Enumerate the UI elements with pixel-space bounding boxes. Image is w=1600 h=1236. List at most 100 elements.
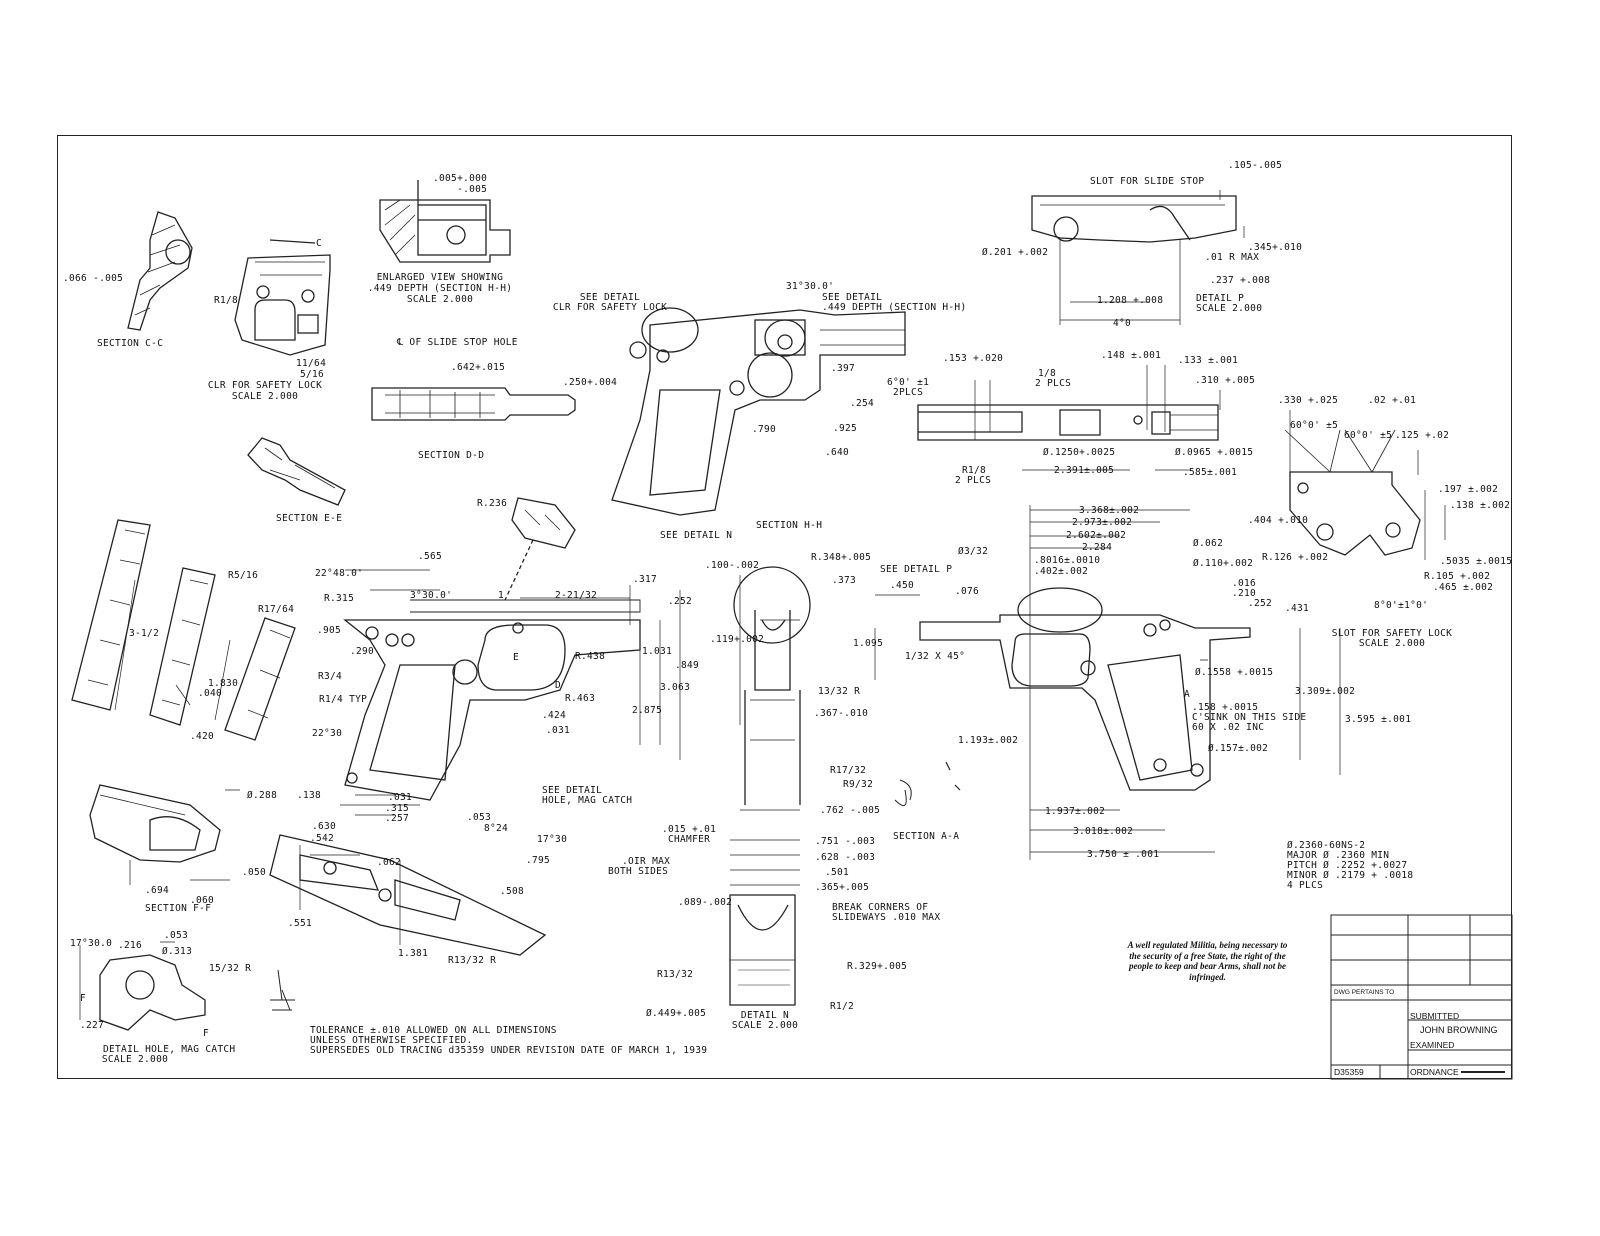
dim: 60°0' ±5 xyxy=(1290,420,1339,431)
frame-side-drawing xyxy=(917,404,1219,441)
section-hh-label: SECTION H-H xyxy=(756,520,823,531)
dim: 3.063 xyxy=(660,682,691,693)
dim: .404 +.010 xyxy=(1248,515,1309,526)
thread-2: MAJOR Ø .2360 MIN xyxy=(1287,850,1390,861)
dim: 3.368±.002 xyxy=(1079,505,1140,516)
dim: Ø3/32 xyxy=(958,546,989,557)
dim: 1.830 xyxy=(208,678,239,689)
csink-1: .158 +.0015 xyxy=(1192,702,1259,713)
dim: .100-.002 xyxy=(705,560,760,571)
dim: R17/64 xyxy=(258,604,295,615)
section-ff-label: SECTION F-F xyxy=(145,903,212,914)
dim: 1.937±.002 xyxy=(1045,806,1106,817)
clr-safety-lock-drawing xyxy=(234,239,331,356)
slide-stop-hole-label: ℄ OF SLIDE STOP HOLE xyxy=(397,337,518,348)
dim: .849 xyxy=(675,660,700,671)
chamfer-1: .015 +.01 xyxy=(662,824,717,835)
dim: .290 xyxy=(350,646,375,657)
slot-safety-lock-label-2: SCALE 2.000 xyxy=(1358,638,1426,649)
dim: R13/32 xyxy=(657,969,694,980)
dim: 13/32 R xyxy=(818,686,861,697)
dim: Ø.288 xyxy=(247,790,278,801)
dim: .317 xyxy=(633,574,658,585)
dim: 3.595 ±.001 xyxy=(1345,714,1412,725)
dim: R.463 xyxy=(565,693,596,704)
tolerance-note-3: SUPERSEDES OLD TRACING d35359 UNDER REVI… xyxy=(310,1045,708,1056)
dim: .02 +.01 xyxy=(1368,395,1417,406)
see-detail-p-label: SEE DETAIL P xyxy=(880,564,953,575)
dim: .628 -.003 xyxy=(815,852,876,863)
safety-lock-slot-drawing xyxy=(1284,429,1421,556)
dim: D xyxy=(555,680,562,691)
dim: 2 PLCS xyxy=(1035,378,1072,389)
oir-max-1: .OIR MAX xyxy=(622,856,671,867)
tolerance-note-1: TOLERANCE ±.010 ALLOWED ON ALL DIMENSION… xyxy=(310,1025,557,1036)
csink-2: C'SINK ON THIS SIDE xyxy=(1192,712,1307,723)
dim: R.315 xyxy=(324,593,355,604)
dim: 1.095 xyxy=(853,638,884,649)
enlarged-view-label-3: SCALE 2.000 xyxy=(406,294,474,305)
enlarged-view-drawing xyxy=(379,180,511,263)
dim: .105-.005 xyxy=(1228,160,1283,171)
dim: 11/64 xyxy=(296,358,327,369)
dim: 1/8 xyxy=(1038,368,1057,379)
dim: Ø.1558 +.0015 xyxy=(1195,667,1274,678)
dim: .005+.000 -.005 xyxy=(433,173,488,195)
dim: .050 xyxy=(242,867,267,878)
dim: .252 xyxy=(668,596,693,607)
see-detail-clr-2: CLR FOR SAFETY LOCK xyxy=(552,302,668,313)
dim: Ø.157±.002 xyxy=(1208,743,1269,754)
slot-slide-stop-label: SLOT FOR SLIDE STOP xyxy=(1090,176,1205,187)
dim: .216 xyxy=(118,940,143,951)
dim: Ø.449+.005 xyxy=(646,1008,707,1019)
see-detail-n-label: SEE DETAIL N xyxy=(660,530,733,541)
dim: A xyxy=(1184,689,1191,700)
dim: 1.193±.002 xyxy=(958,735,1019,746)
frame-perspective-drawing xyxy=(611,307,906,516)
dim: .133 ±.001 xyxy=(1178,355,1239,366)
dim: R.126 +.002 xyxy=(1262,552,1329,563)
dim: .315 xyxy=(385,803,410,814)
dim: C xyxy=(316,238,323,249)
tolerance-note-2: UNLESS OTHERWISE SPECIFIED. xyxy=(310,1035,473,1046)
dim: .542 xyxy=(310,833,335,844)
dim: Ø.201 +.002 xyxy=(982,247,1049,258)
chamfer-2: CHAMFER xyxy=(668,834,711,845)
dim: 1.208 +.008 xyxy=(1097,295,1164,306)
break-corners-1: BREAK CORNERS OF xyxy=(832,902,929,913)
thread-4: MINOR Ø .2179 + .0018 xyxy=(1287,870,1414,881)
dim: .367-.010 xyxy=(814,708,869,719)
dim: 8°0'±1°0' xyxy=(1374,600,1429,611)
dim: 2.284 xyxy=(1082,542,1113,553)
section-cc-drawing xyxy=(127,211,193,331)
detail-n-label-2: SCALE 2.000 xyxy=(731,1020,799,1031)
dim: 2PLCS xyxy=(893,387,924,398)
dim: R1/4 TYP xyxy=(319,694,368,705)
dim: .310 +.005 xyxy=(1195,375,1256,386)
dim: 4°0 xyxy=(1113,318,1132,329)
dim: 2 PLCS xyxy=(955,475,992,486)
dim: .227 xyxy=(80,1020,105,1031)
dim: 3.309±.002 xyxy=(1295,686,1356,697)
dim: .465 ±.002 xyxy=(1433,582,1494,593)
detail-small-piece xyxy=(504,497,576,601)
dim: .237 +.008 xyxy=(1210,275,1271,286)
dim: .8016±.0010 xyxy=(1034,555,1101,566)
dim: .345+.010 xyxy=(1248,242,1303,253)
dim: .431 xyxy=(1285,603,1310,614)
detail-hole-mag-catch-drawing xyxy=(99,954,295,1031)
dim: .501 xyxy=(825,867,850,878)
dim: 8°24 xyxy=(484,823,509,834)
thread-5: 4 PLCS xyxy=(1287,880,1324,891)
dim: .250+.004 xyxy=(563,377,618,388)
dim: .01 R MAX xyxy=(1205,252,1260,263)
dim: Ø.313 xyxy=(162,946,193,957)
dim: .420 xyxy=(190,731,215,742)
dim: R.105 +.002 xyxy=(1424,571,1491,582)
enlarged-view-label-2: .449 DEPTH (SECTION H-H) xyxy=(367,283,513,294)
dimension-lines xyxy=(79,190,1446,1020)
dim: .508 xyxy=(500,886,525,897)
dwg-pertains-label: DWG PERTAINS TO xyxy=(1334,989,1395,996)
dim: 17°30.0 xyxy=(70,938,113,949)
dim: .060 xyxy=(190,895,215,906)
